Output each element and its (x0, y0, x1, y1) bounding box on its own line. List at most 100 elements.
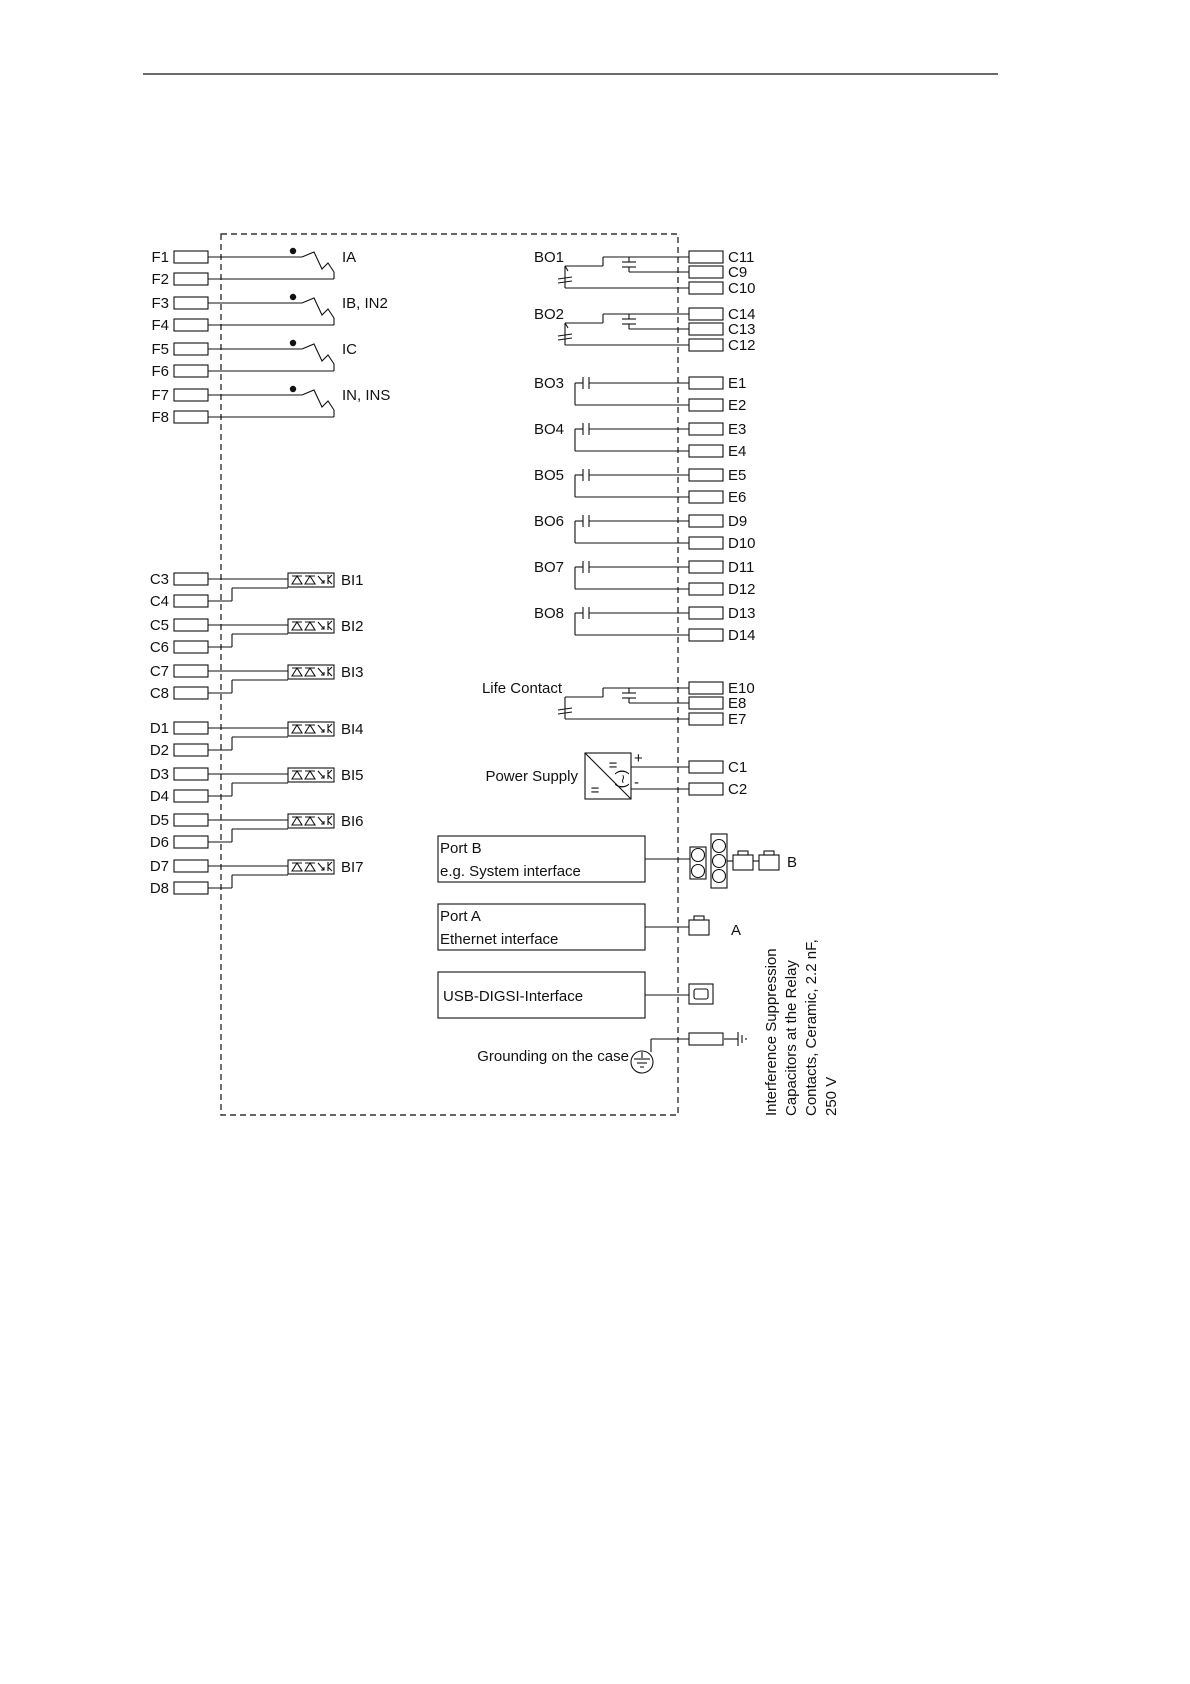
terminal-C14 (688, 307, 724, 321)
power-supply-label: Power Supply (485, 768, 578, 785)
wire (557, 707, 573, 711)
phototransistor (327, 861, 333, 872)
terminal-label: C14 (728, 306, 756, 323)
port-a-title: Port A (440, 908, 481, 925)
port-b-subtitle: e.g. System interface (440, 863, 581, 880)
binary-input-label: BI3 (341, 664, 364, 681)
ethernet-connector-icon (688, 915, 710, 936)
output-label: BO6 (534, 513, 564, 530)
life-contact-label: Life Contact (482, 680, 563, 697)
terminal-label: E2 (728, 397, 746, 414)
terminal-ground (688, 1032, 724, 1046)
terminal-label: C2 (728, 781, 747, 798)
contact-icon (582, 469, 590, 481)
terminal-D12 (688, 582, 724, 596)
wire (564, 265, 569, 272)
diode-symbol (291, 815, 303, 826)
contact-icon (582, 423, 590, 435)
terminal-F4 (173, 318, 209, 332)
terminal-D3 (173, 767, 209, 781)
terminal-label: F3 (151, 295, 169, 312)
diode-symbol (304, 620, 316, 631)
ground-circle (630, 1050, 654, 1074)
plus-sign: + (634, 750, 643, 767)
terminal-E3 (688, 422, 724, 436)
connector-pin (711, 853, 727, 869)
current-transformer-icon (301, 297, 335, 319)
light-arrow (317, 862, 325, 871)
terminal-C13 (688, 322, 724, 336)
terminal-C12 (688, 338, 724, 352)
terminal-label: C11 (728, 249, 754, 266)
phototransistor (327, 666, 333, 677)
light-arrow (317, 724, 325, 733)
diode-symbol (304, 769, 316, 780)
terminal-label: F7 (151, 387, 169, 404)
phototransistor (327, 723, 333, 734)
plug-outline (758, 854, 780, 871)
terminal-label: D3 (150, 766, 169, 783)
terminal-C5 (173, 618, 209, 632)
terminal-F3 (173, 296, 209, 310)
terminal-label: D7 (150, 858, 169, 875)
light-arrow (317, 816, 325, 825)
wire (557, 280, 573, 284)
usb-label: USB-DIGSI-Interface (443, 988, 583, 1005)
terminal-label: E4 (728, 443, 746, 460)
connector-pin (711, 838, 727, 854)
terminal-label: E6 (728, 489, 746, 506)
terminal-D1 (173, 721, 209, 735)
ethernet-connector-icon (732, 850, 754, 871)
note-line: Contacts, Ceramic, 2.2 nF, (803, 939, 820, 1116)
converter-diagonal (584, 752, 632, 800)
dc-symbol-bottom: = (591, 782, 600, 799)
terminal-D14 (688, 628, 724, 642)
diode-symbol (291, 620, 303, 631)
port-b-connector-label: B (787, 854, 797, 871)
terminal-label: D12 (728, 581, 756, 598)
grounding-label: Grounding on the case (477, 1048, 629, 1065)
terminal-label: D5 (150, 812, 169, 829)
polarity-dot (289, 385, 297, 393)
terminal-label: E5 (728, 467, 746, 484)
optocoupler-icon (287, 664, 335, 680)
terminal-C6 (173, 640, 209, 654)
port-a-box (437, 903, 646, 951)
note-line: Interference Suppression (763, 948, 780, 1116)
terminal-D6 (173, 835, 209, 849)
current-input-label: IC (342, 341, 357, 358)
device-outline (220, 233, 679, 1116)
terminal-label: C5 (150, 617, 169, 634)
rs485-connector-icon (689, 833, 733, 889)
plug-outline (732, 854, 754, 871)
phototransistor (327, 769, 333, 780)
terminal-label: F6 (151, 363, 169, 380)
terminal-label: C8 (150, 685, 169, 702)
binary-input-label: BI5 (341, 767, 364, 784)
diode-symbol (291, 666, 303, 677)
terminal-label: F4 (151, 317, 169, 334)
terminal-D13 (688, 606, 724, 620)
terminal-D5 (173, 813, 209, 827)
note-line: Capacitors at the Relay (783, 960, 800, 1116)
wire (557, 711, 573, 715)
diode-symbol (291, 574, 303, 585)
terminal-label: C3 (150, 571, 169, 588)
terminal-label: D4 (150, 788, 169, 805)
dc-symbol-top: = (609, 757, 618, 774)
phototransistor (327, 574, 333, 585)
contact-icon (582, 561, 590, 573)
phototransistor (327, 815, 333, 826)
terminal-label: C7 (150, 663, 169, 680)
